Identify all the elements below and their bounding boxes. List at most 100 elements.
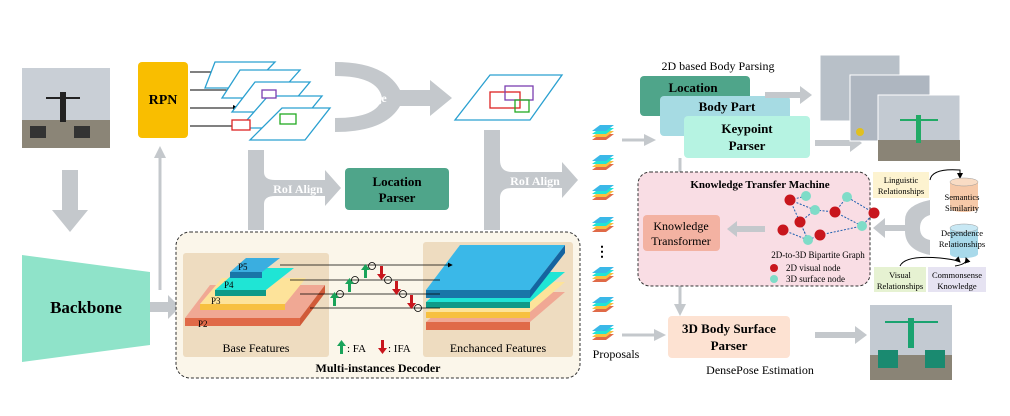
graph-node-2d xyxy=(829,206,841,218)
visual-box xyxy=(874,267,926,292)
knowledge-transformer-label-1: Knowledge xyxy=(653,219,708,233)
enhanced-features-label: Enchanced Features xyxy=(450,341,547,355)
linguistic-label-2: Relationships xyxy=(878,186,924,196)
fa-arrows xyxy=(330,264,370,306)
base-features-label: Base Features xyxy=(223,341,290,355)
graph-edge xyxy=(819,225,863,236)
densepose-label: DensePose Estimation xyxy=(706,363,814,377)
surface-parser-label-1: 3D Body Surface xyxy=(682,321,776,336)
merged-plane xyxy=(453,74,564,121)
dependence-cylinder xyxy=(949,223,979,258)
proposal-icon xyxy=(592,217,614,232)
dependence-label-1: Dependence xyxy=(941,228,983,238)
semantics-label-1: Semantics xyxy=(945,192,980,202)
merge-arrow-shape xyxy=(335,62,452,132)
graph-node-2d xyxy=(814,229,826,241)
roi-align-arrow-2 xyxy=(484,130,578,230)
level-p4: P4 xyxy=(224,280,234,290)
level-p3: P3 xyxy=(211,296,221,306)
fa-legend-icon xyxy=(337,340,346,354)
proposal-icon xyxy=(592,325,614,340)
ifa-legend-label: : IFA xyxy=(388,343,411,355)
proposal-icon xyxy=(592,155,614,170)
semantics-label-2: Similarity xyxy=(945,203,980,213)
visual-to-dependence-arrow xyxy=(899,256,961,267)
enhanced-feature-stack xyxy=(426,245,565,330)
ifa-arrows xyxy=(377,266,416,309)
location-label: Location xyxy=(668,80,718,95)
arrow-knowledge-to-ktm xyxy=(873,200,930,255)
visual-label-1: Visual xyxy=(889,270,911,280)
arrow-backbone-to-decoder xyxy=(150,295,180,319)
node-2d-legend-icon xyxy=(770,264,778,272)
proposal-icon xyxy=(592,297,614,312)
backbone-label: Backbone xyxy=(50,298,122,317)
location-parser-block xyxy=(345,168,449,210)
decoder-title: Multi-instances Decoder xyxy=(316,361,442,375)
rpn-block xyxy=(138,62,188,138)
proposals-ellipsis: ⋮ xyxy=(595,245,609,260)
bipartite-graph xyxy=(777,191,880,245)
surface-parser-block xyxy=(668,316,790,358)
node-3d-legend-label: 3D surface node xyxy=(786,274,845,284)
keypoint-parser-label-2: Parser xyxy=(729,138,766,153)
backbone-block xyxy=(22,255,150,362)
graph-node-2d xyxy=(794,216,806,228)
keypoint-parser-label-1: Keypoint xyxy=(721,121,773,136)
commonsense-to-dependence-arrow xyxy=(954,257,971,267)
graph-node-2d xyxy=(784,194,796,206)
location-parser-label-2: Parser xyxy=(379,190,416,205)
merge-label: Merge xyxy=(353,91,387,105)
graph-node-3d xyxy=(810,205,820,215)
rpn-label: RPN xyxy=(149,93,178,108)
ifa-legend-icon xyxy=(378,340,387,354)
proposal-icon xyxy=(592,185,614,200)
graph-node-3d xyxy=(857,221,867,231)
roi-align-label-1: RoI Align xyxy=(273,182,323,196)
graph-node-3d xyxy=(842,192,852,202)
body-parsing-title: 2D based Body Parsing xyxy=(662,59,775,73)
commonsense-label-1: Commonsense xyxy=(932,270,982,280)
proposals-label: Proposals xyxy=(593,347,640,361)
arrow-surface-to-output xyxy=(815,326,867,344)
graph-node-2d xyxy=(777,224,789,236)
level-p2: P2 xyxy=(198,319,208,329)
fa-legend-label: : FA xyxy=(347,343,366,355)
dependence-label-2: Relationships xyxy=(939,239,985,249)
arrow-photo-to-backbone xyxy=(52,170,88,232)
node-3d-legend-icon xyxy=(770,275,778,283)
proposal-planes xyxy=(204,61,332,141)
graph-label: 2D-to-3D Bipartite Graph xyxy=(771,250,865,260)
surface-parser-label-2: Parser xyxy=(711,338,748,353)
proposal-icon xyxy=(592,267,614,282)
graph-node-2d xyxy=(868,207,880,219)
linguistic-box xyxy=(873,172,929,198)
commonsense-box xyxy=(928,267,986,292)
body-part-label: Body Part xyxy=(699,99,756,114)
knowledge-transformer-block xyxy=(643,215,720,251)
linguistic-to-semantics-arrow xyxy=(929,169,963,181)
graph-edge xyxy=(789,195,807,201)
linguistic-label-1: Linguistic xyxy=(884,175,919,185)
visual-label-2: Relationships xyxy=(877,281,923,291)
node-2d-legend-label: 2D visual node xyxy=(786,263,841,273)
location-parser-label-1: Location xyxy=(372,174,422,189)
graph-node-3d xyxy=(803,235,813,245)
level-p5: P5 xyxy=(238,262,248,272)
knowledge-transformer-label-2: Transformer xyxy=(651,234,711,248)
parsing-output-photos xyxy=(819,54,961,162)
semantics-cylinder xyxy=(949,177,979,212)
roi-align-arrow-1 xyxy=(248,150,341,230)
input-photo xyxy=(22,68,110,148)
arrow-graph-to-transformer xyxy=(727,221,765,237)
keypoint-parser-block xyxy=(684,116,810,158)
densepose-output-photo xyxy=(870,305,952,380)
graph-node-3d xyxy=(801,191,811,201)
roi-align-label-2: RoI Align xyxy=(510,174,560,188)
commonsense-label-2: Knowledge xyxy=(937,281,976,291)
base-feature-pyramid xyxy=(185,258,325,326)
proposal-icon xyxy=(592,125,614,140)
proposal-stack-icons xyxy=(592,125,614,340)
ktm-title: Knowledge Transfer Machine xyxy=(690,179,829,191)
